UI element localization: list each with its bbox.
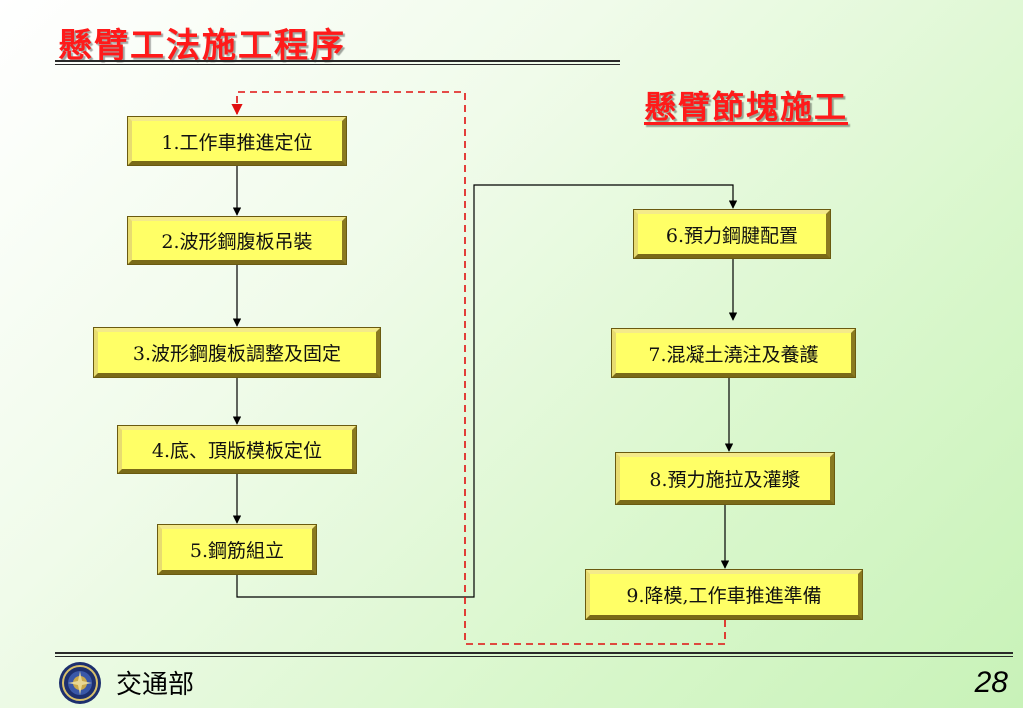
footer-rule (55, 652, 1013, 654)
step-7-box: 7.混凝土澆注及養護 (611, 328, 856, 378)
arrow-5-6 (236, 184, 738, 598)
footer-organization: 交通部 (116, 670, 195, 700)
section-subtitle: 懸臂節塊施工 (644, 88, 849, 126)
slide-title: 懸臂工法施工程序 (58, 26, 346, 66)
step-2-box: 2.波形鋼腹板吊裝 (127, 216, 347, 265)
step-3-box: 3.波形鋼腹板調整及固定 (93, 327, 381, 378)
step-8-box: 8.預力施拉及灌漿 (615, 452, 835, 505)
step-4-box: 4.底、頂版模板定位 (117, 425, 357, 474)
step-6-box: 6.預力鋼腱配置 (633, 209, 831, 259)
step-5-box: 5.鋼筋組立 (157, 524, 317, 575)
footer-rule-thin (55, 656, 1013, 657)
step-9-box: 9.降模,工作車推進準備 (585, 569, 863, 620)
page-number: 28 (974, 666, 1008, 699)
ministry-seal-icon (59, 662, 101, 704)
title-rule-thin (55, 64, 620, 65)
title-rule (55, 60, 620, 62)
step-1-box: 1.工作車推進定位 (127, 116, 347, 166)
